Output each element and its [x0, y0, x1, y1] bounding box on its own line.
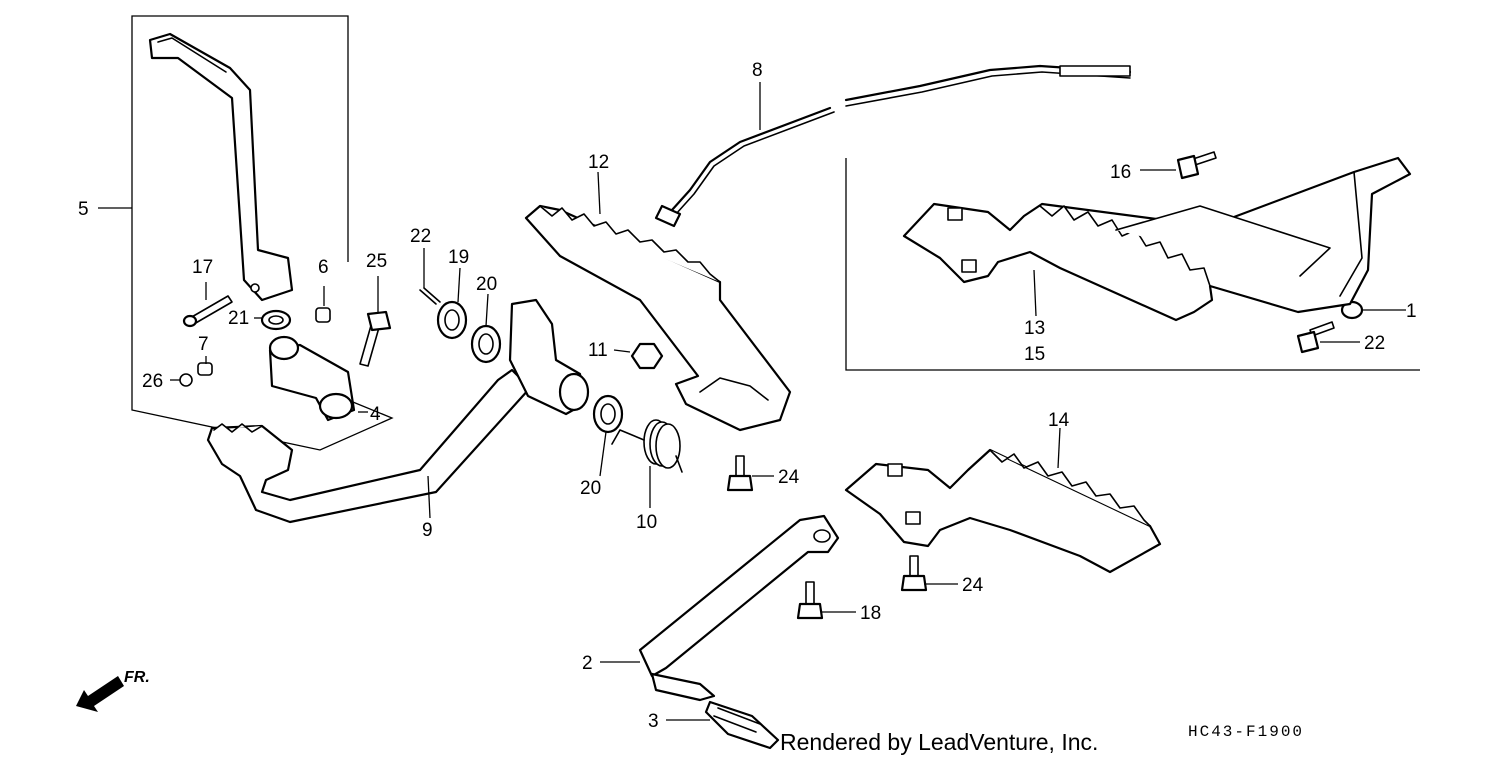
bolt-24-lower-part: [900, 555, 928, 592]
bolt-25-part: [359, 310, 392, 367]
spring-10-part: [611, 419, 683, 473]
callout-9: 9: [422, 520, 433, 541]
leader-lines: [98, 82, 1406, 721]
callout-7: 7: [198, 334, 209, 355]
callout-22: 22: [1364, 333, 1385, 354]
bolt-16-part: [1176, 151, 1217, 180]
washer-21-hole: [268, 315, 284, 325]
front-direction-arrow: FR.: [76, 669, 150, 712]
frame-step-group: [845, 158, 1420, 371]
seal-19-hole: [444, 309, 460, 331]
callout-20-upper: 20: [476, 274, 497, 295]
callout-12: 12: [588, 152, 609, 173]
seal-20-upper-hole: [478, 333, 494, 355]
callout-15: 15: [1024, 344, 1045, 365]
screw-6-part: [315, 307, 331, 323]
drawing-code: HC43-F1900: [1188, 723, 1304, 741]
credit-text: Rendered by LeadVenture, Inc.: [780, 729, 1098, 755]
nut-11-part: [630, 342, 664, 370]
callout-18: 18: [860, 603, 881, 624]
callout-3: 3: [648, 711, 659, 732]
callout-13: 13: [1024, 318, 1045, 339]
callout-24-lower: 24: [962, 575, 984, 596]
kick-holder-part: [268, 335, 356, 422]
callout-8: 8: [752, 60, 763, 81]
callout-25: 25: [366, 251, 387, 272]
bolt-22-part: [1296, 321, 1335, 354]
callout-4: 4: [370, 404, 381, 425]
footpeg-12-part: [524, 204, 792, 432]
callout-17: 17: [192, 257, 213, 278]
cotter-pin-23-part: [419, 287, 441, 305]
screw-7-part: [197, 362, 213, 376]
shift-lever-2-part: [638, 514, 840, 702]
callout-10: 10: [636, 512, 657, 533]
ball-26-part: [179, 373, 193, 387]
shift-rubber-3-part: [704, 700, 780, 750]
callout-2: 2: [582, 653, 593, 674]
front-direction-label: FR.: [124, 669, 150, 686]
cable-8-part: [654, 64, 1132, 228]
callout-19: 19: [448, 247, 469, 268]
bolt-18-part: [796, 581, 824, 620]
callout-20-lower: 20: [580, 478, 601, 499]
callout-1: 1: [1406, 301, 1417, 322]
callout-26: 26: [142, 371, 163, 392]
seal-20-lower-hole: [600, 403, 616, 425]
callout-11: 11: [588, 340, 608, 361]
step-bar-13-15-part: [902, 156, 1412, 322]
callout-6: 6: [318, 257, 329, 278]
callout-21: 21: [228, 308, 249, 329]
callout-24-upper: 24: [778, 467, 800, 488]
footpeg-14-part: [844, 448, 1162, 574]
callout-14: 14: [1048, 410, 1070, 431]
bolt-17-part: [182, 295, 233, 328]
brake-pedal-part: [206, 298, 590, 524]
bolt-24-upper-part: [726, 455, 754, 492]
frame-kick-group: [131, 15, 394, 451]
kick-lever-part: [148, 32, 294, 302]
callout-23: 22: [410, 226, 431, 247]
callout-16: 16: [1110, 162, 1131, 183]
callout-5: 5: [78, 199, 89, 220]
